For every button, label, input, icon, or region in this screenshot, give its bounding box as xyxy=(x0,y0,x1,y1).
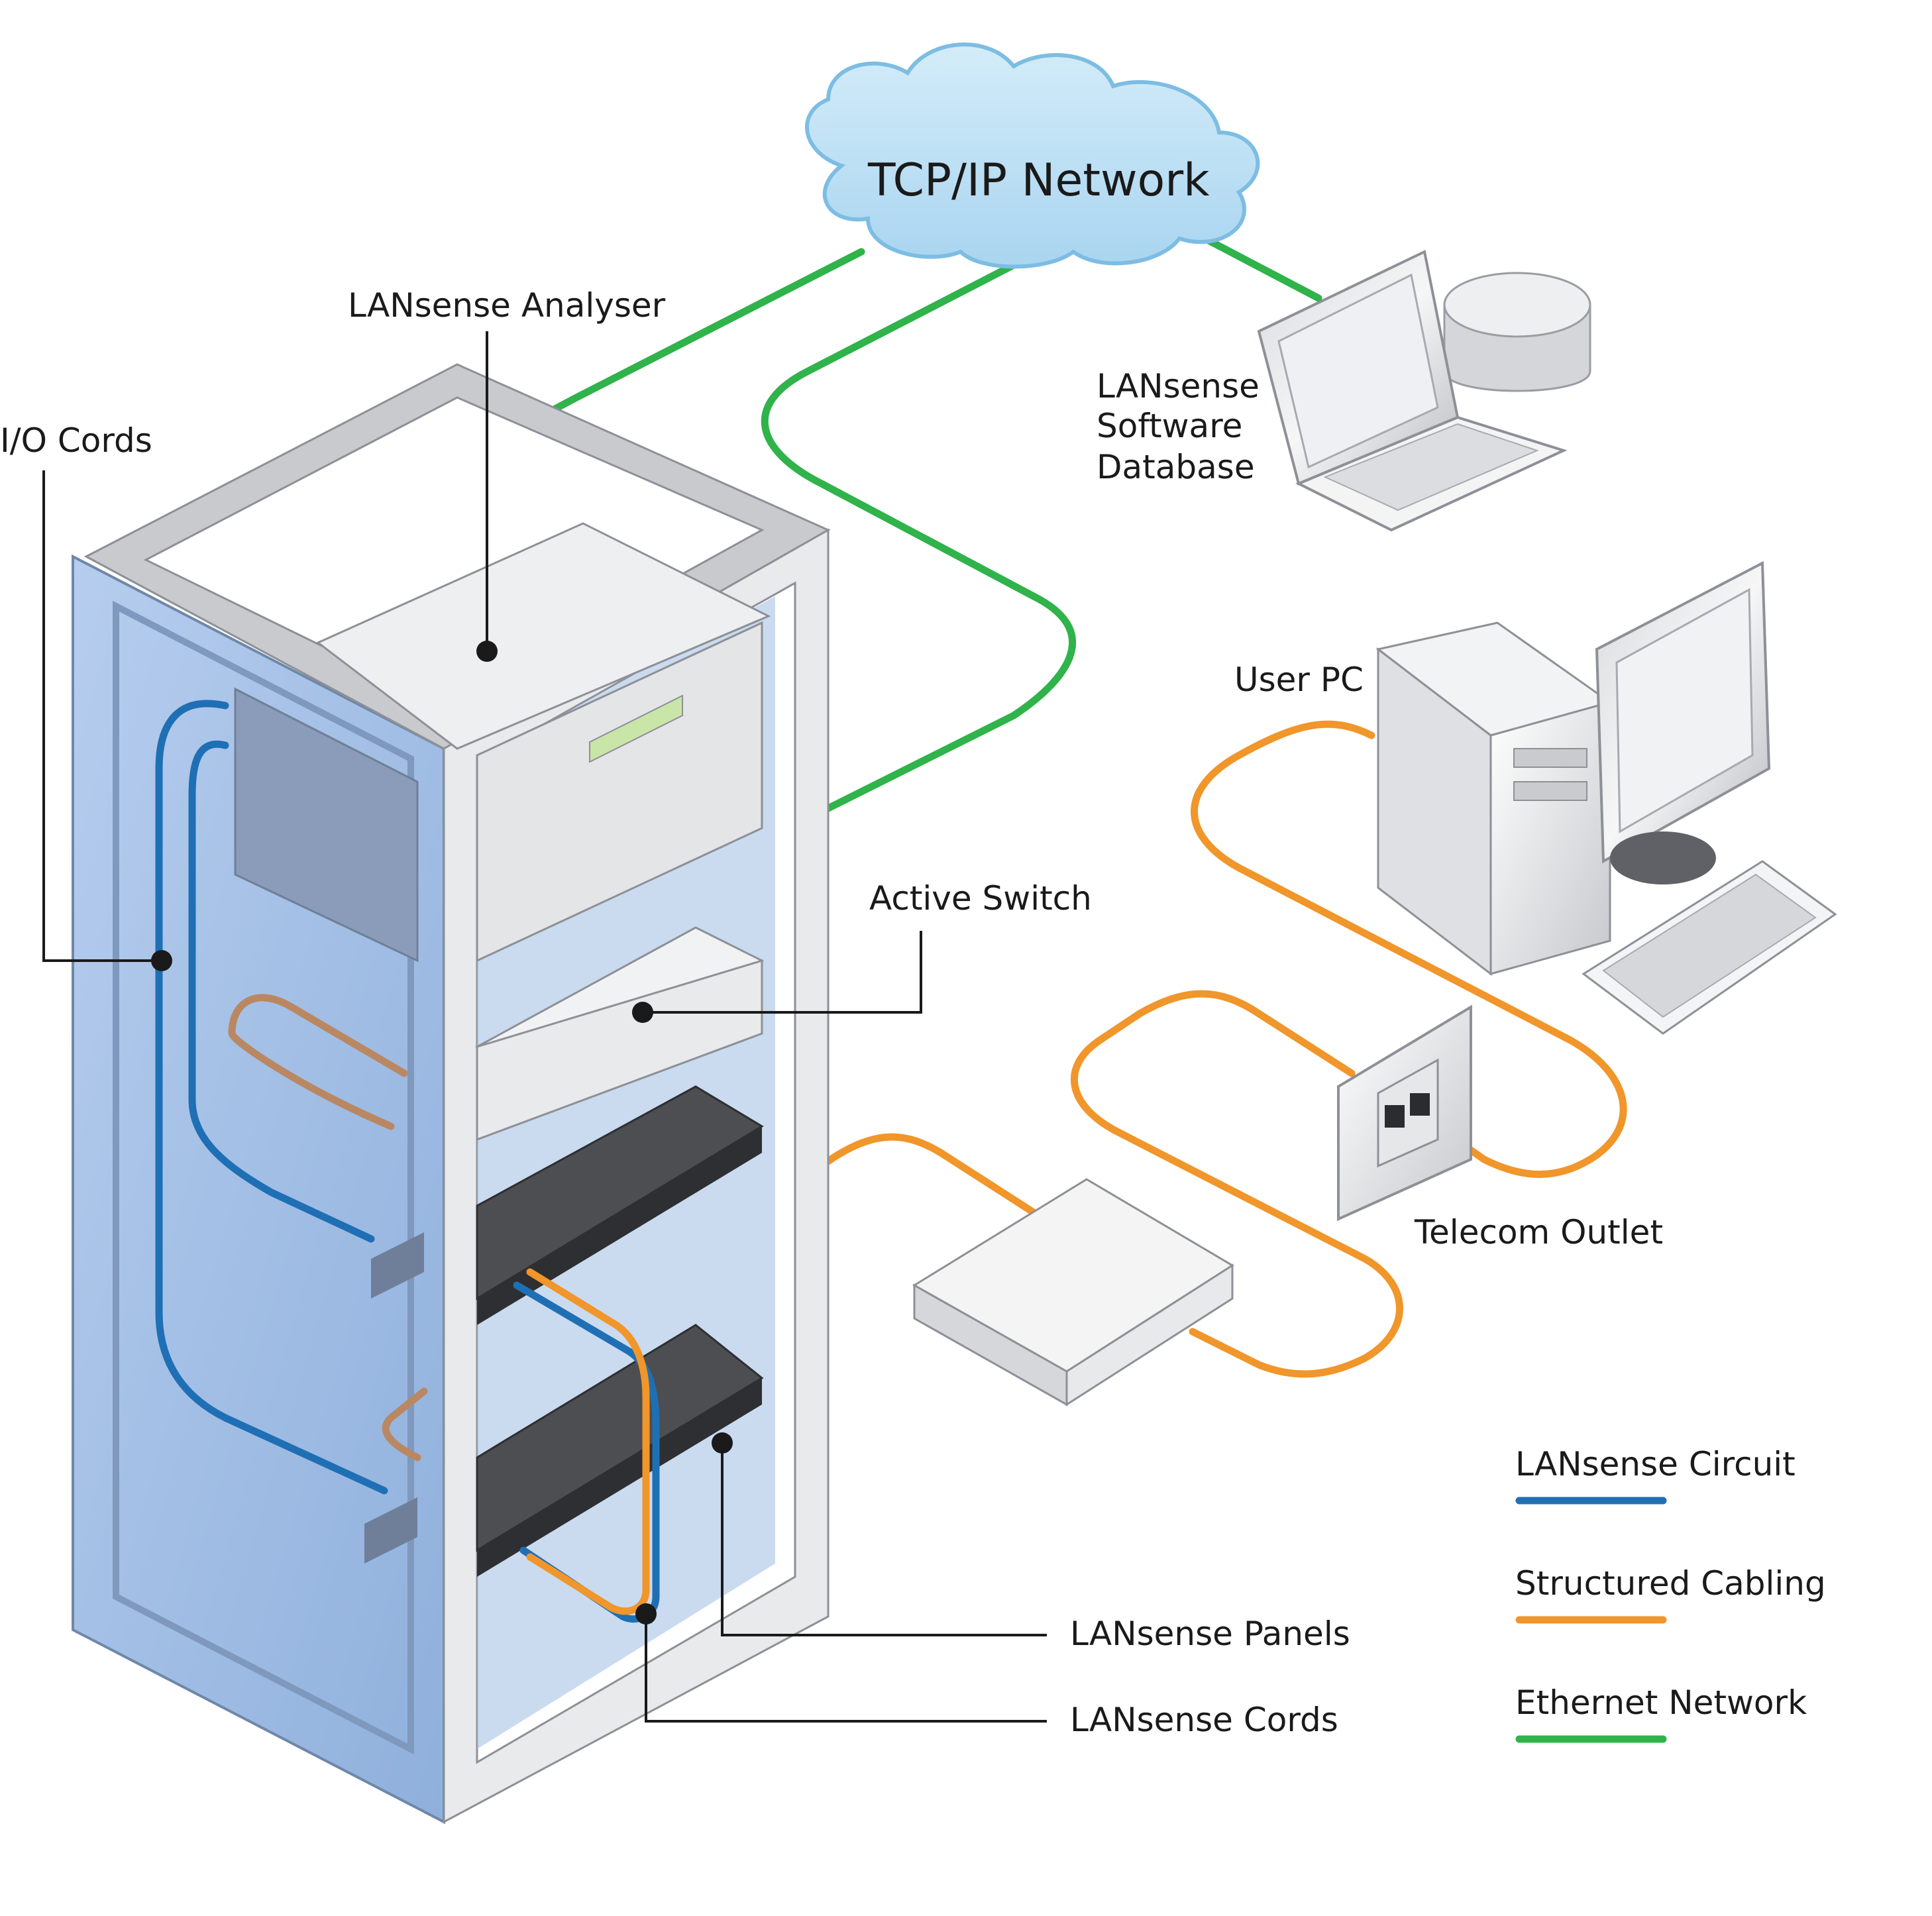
legend-label-ethernet: Ethernet Network xyxy=(1515,1683,1807,1722)
laptop-icon xyxy=(1257,250,1568,532)
legend-label-structured: Structured Cabling xyxy=(1515,1564,1826,1603)
orange-cable-pc-to-outlet-loop xyxy=(1191,720,1627,1178)
label-software-line2: Software xyxy=(1097,407,1242,445)
analyser-marker xyxy=(476,641,498,662)
outlet-jack-left xyxy=(1385,1105,1405,1128)
labels: LANsense Analyser I/O Cords LANsense Sof… xyxy=(0,286,1663,1739)
lansense-circuit-cables xyxy=(155,700,660,1623)
laptop-with-database xyxy=(1257,250,1591,532)
label-io-cords: I/O Cords xyxy=(0,421,152,460)
cloud-label: TCP/IP Network xyxy=(867,154,1210,207)
lansense-panel-upper xyxy=(371,1085,764,1325)
panels-marker xyxy=(712,1432,733,1454)
io-cords-marker xyxy=(151,950,172,971)
rack-cabinet xyxy=(72,363,831,1825)
monitor-icon xyxy=(1595,560,1771,884)
io-box xyxy=(234,687,419,963)
legend-item-ethernet: Ethernet Network xyxy=(1515,1683,1807,1743)
orange-cable-hub-to-rack xyxy=(480,1133,1038,1356)
tcpip-cloud: TCP/IP Network xyxy=(805,42,1260,269)
orange-cord-front xyxy=(526,1268,650,1615)
user-pc xyxy=(1375,560,1837,1035)
label-software-line1: LANsense xyxy=(1097,367,1260,405)
label-active-switch: Active Switch xyxy=(869,879,1092,918)
telecom-outlet xyxy=(1337,1004,1472,1222)
network-hub xyxy=(912,1178,1234,1407)
lansense-panel-lower xyxy=(364,1324,764,1577)
legend: LANsense Circuit Structured Cabling Ethe… xyxy=(1515,1445,1826,1743)
brown-cord-lower xyxy=(382,1387,428,1462)
label-lansense-panels: LANsense Panels xyxy=(1070,1615,1350,1653)
legend-item-circuit: LANsense Circuit xyxy=(1515,1445,1796,1505)
label-lansense-analyser: LANsense Analyser xyxy=(348,286,666,325)
keyboard-icon xyxy=(1582,860,1837,1035)
active-switch-unit xyxy=(474,926,765,1142)
label-user-pc: User PC xyxy=(1234,661,1364,699)
cords-marker xyxy=(635,1603,657,1624)
legend-label-circuit: LANsense Circuit xyxy=(1515,1445,1796,1483)
structured-cables xyxy=(480,720,1627,1378)
label-telecom-outlet: Telecom Outlet xyxy=(1414,1213,1663,1251)
blue-cord-outer xyxy=(155,700,388,1495)
label-lansense-cords: LANsense Cords xyxy=(1070,1701,1338,1739)
blue-cord-inner xyxy=(188,740,375,1243)
legend-item-structured: Structured Cabling xyxy=(1515,1564,1826,1624)
outlet-jack-right xyxy=(1410,1093,1430,1116)
label-software-line3: Database xyxy=(1097,448,1255,486)
brown-cord-upper xyxy=(228,994,408,1130)
active-switch-marker xyxy=(632,1002,653,1023)
database-icon xyxy=(1443,272,1591,392)
orange-cable-outlet-to-hub-loop xyxy=(1071,990,1403,1378)
cloud-shape xyxy=(805,42,1260,269)
tower-icon xyxy=(1375,621,1613,977)
analyser-unit xyxy=(316,522,771,963)
